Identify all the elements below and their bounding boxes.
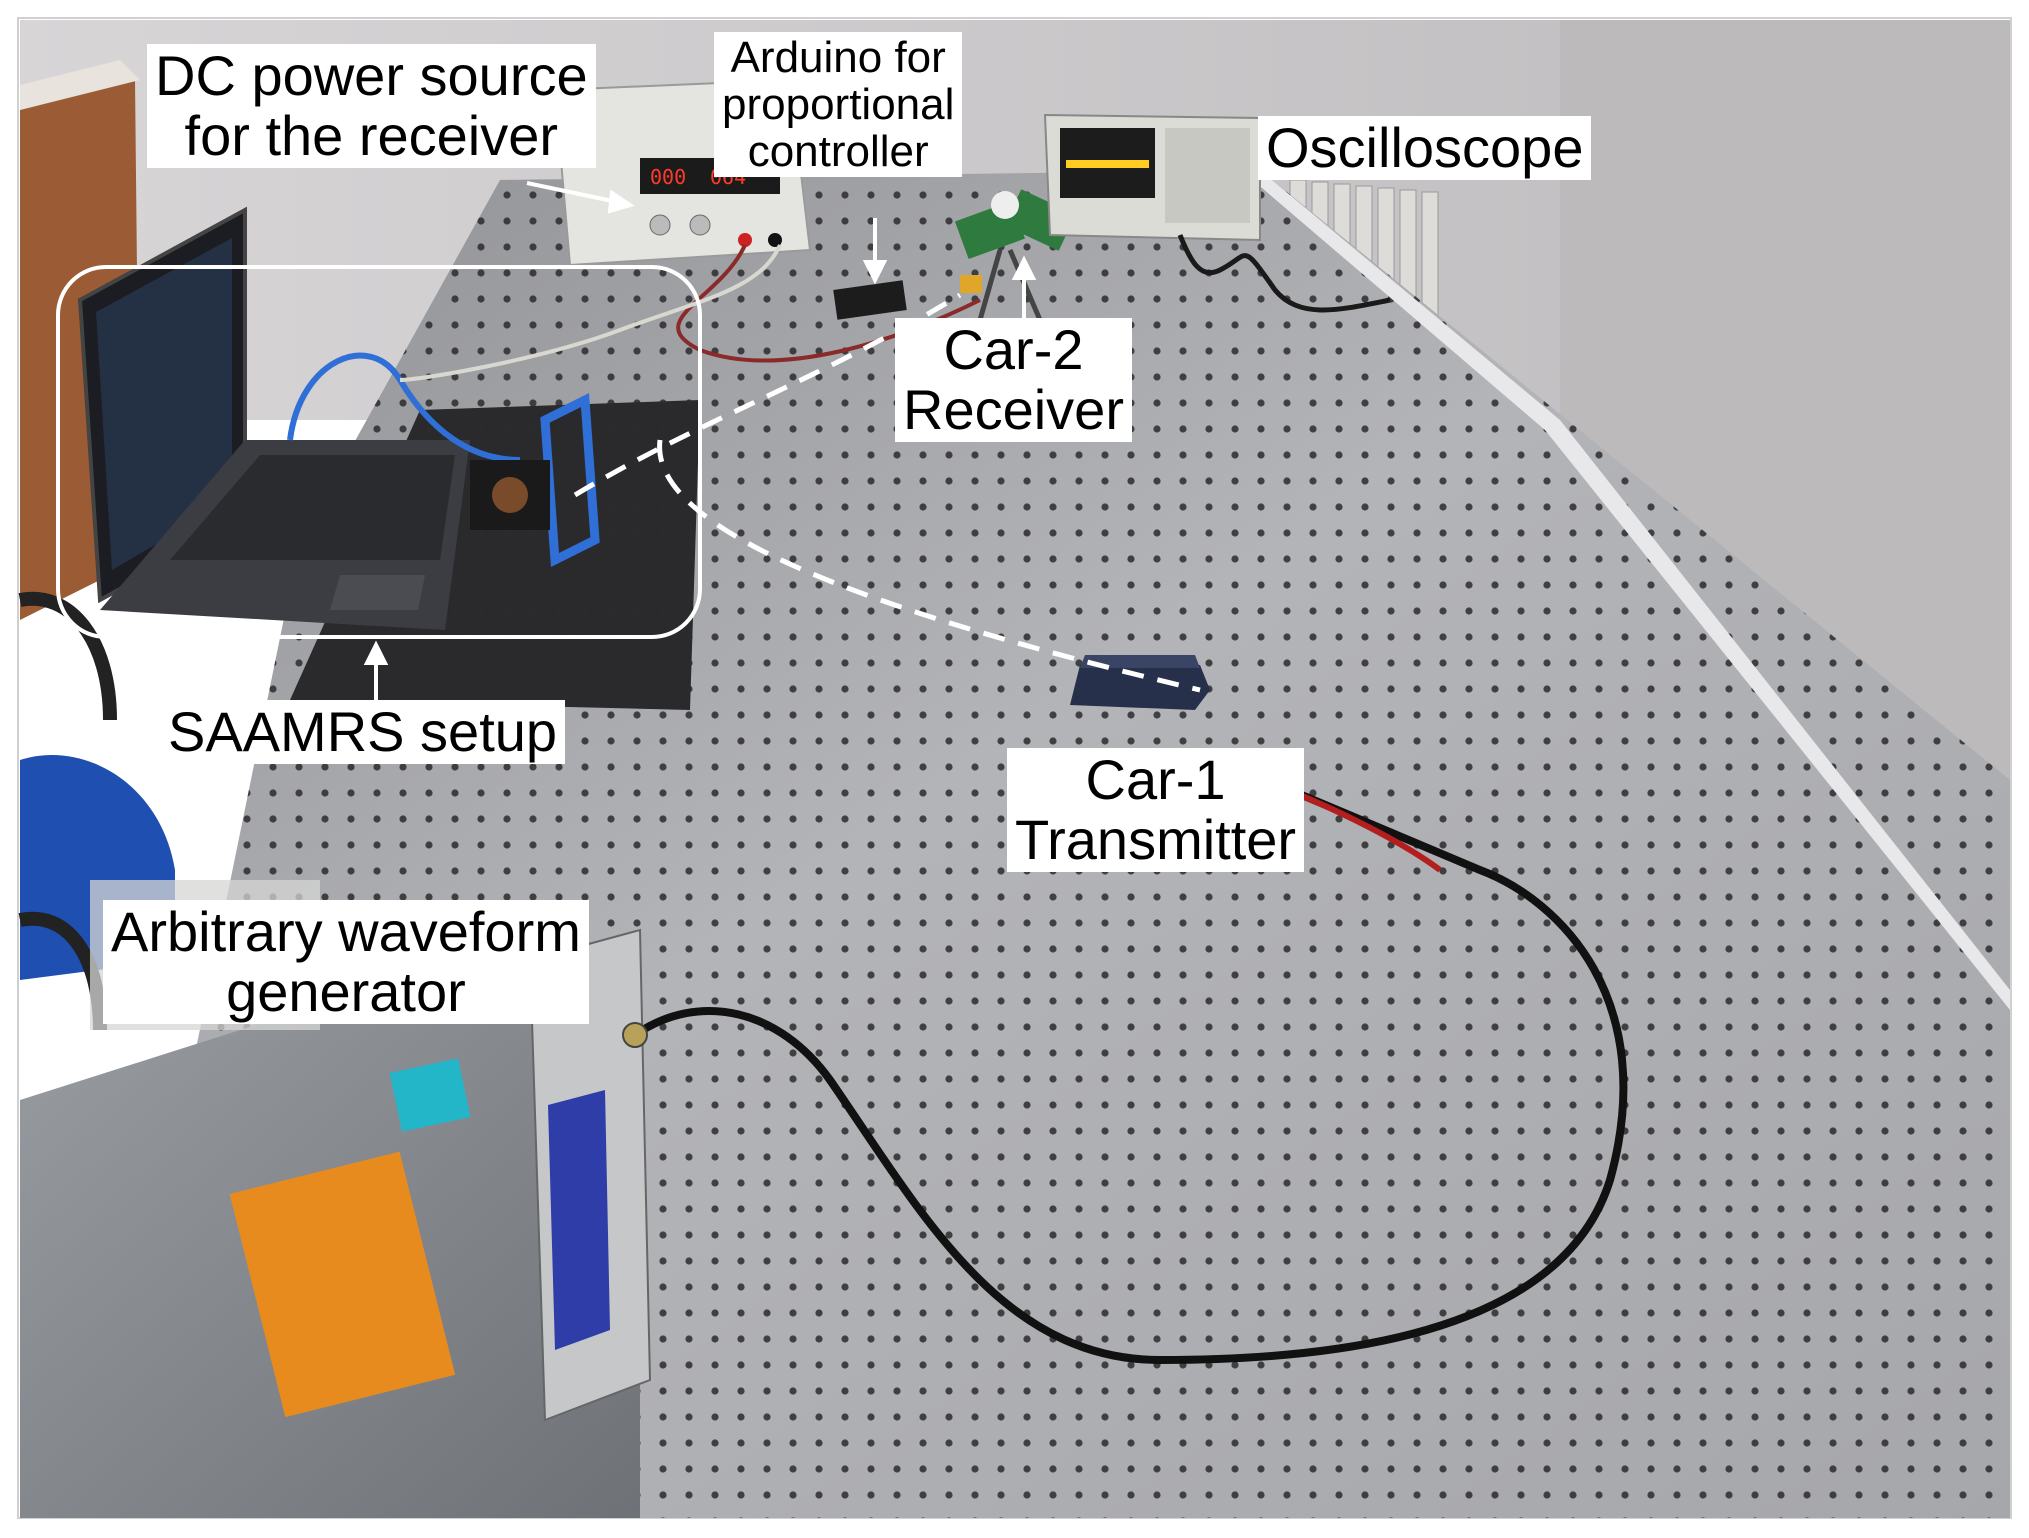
- label-arduino-line-3: controller: [747, 127, 929, 177]
- label-dc-power-line-1: DC power source: [155, 44, 588, 107]
- awg-screen: [548, 1090, 610, 1350]
- label-arduino-line-2: proportional: [722, 80, 955, 130]
- chair-armrest: [18, 591, 117, 721]
- label-oscilloscope: Oscilloscope: [1258, 116, 1592, 180]
- arduino-board: [833, 280, 907, 320]
- power-supply-readout-1: 000: [650, 165, 686, 189]
- oscilloscope-controls: [1165, 128, 1250, 223]
- car1-transmitter: [1070, 665, 1210, 710]
- awg-label-sticker: [229, 1151, 456, 1418]
- laptop-touchpad: [330, 575, 425, 610]
- label-car2-receiver: Car-2 Receiver: [895, 318, 1132, 442]
- label-car2-line-2: Receiver: [903, 377, 1124, 441]
- label-saamrs-setup: SAAMRS setup: [160, 700, 566, 764]
- white-cable: [399, 244, 782, 382]
- label-arduino-line-1: Arduino for: [730, 33, 946, 82]
- label-saamrs-line-1: SAAMRS setup: [168, 700, 558, 763]
- saamrs-lens: [492, 477, 528, 513]
- transmitter-cable: [632, 786, 1628, 1365]
- laptop-usb-cable: [287, 352, 521, 463]
- label-awg-line-2: generator: [226, 959, 466, 1023]
- laptop-keyboard: [170, 455, 455, 560]
- label-oscilloscope-line-1: Oscilloscope: [1266, 116, 1584, 179]
- label-car1-line-1: Car-1: [1085, 748, 1226, 811]
- label-dc-power-source: DC power source for the receiver: [147, 44, 596, 168]
- annotation-arrows: [363, 181, 1037, 703]
- laptop-display: [96, 238, 232, 570]
- power-terminal-black: [768, 233, 782, 247]
- saamrs-highlight-box: [56, 265, 702, 639]
- car1-top: [1080, 655, 1200, 668]
- label-car1-line-2: Transmitter: [1015, 807, 1297, 871]
- oscilloscope-probe-cables: [1177, 234, 1391, 313]
- oscilloscope-trace: [1066, 160, 1149, 168]
- power-knob-2: [689, 214, 711, 236]
- saamrs-frame: [540, 392, 600, 568]
- label-awg-line-1: Arbitrary waveform: [111, 900, 581, 963]
- power-terminal-red: [738, 233, 752, 247]
- power-knob-1: [649, 214, 671, 236]
- label-arduino: Arduino for proportional controller: [714, 32, 963, 178]
- label-awg: Arbitrary waveform generator: [103, 900, 589, 1024]
- cabinet-top: [20, 60, 140, 110]
- label-car1-transmitter: Car-1 Transmitter: [1007, 748, 1305, 872]
- awg-small-sticker: [389, 1058, 471, 1132]
- signal-path-lower: [657, 439, 1201, 693]
- label-car2-line-1: Car-2: [943, 318, 1084, 381]
- label-dc-power-line-2: for the receiver: [184, 103, 559, 167]
- awg-output-connector: [622, 1022, 648, 1048]
